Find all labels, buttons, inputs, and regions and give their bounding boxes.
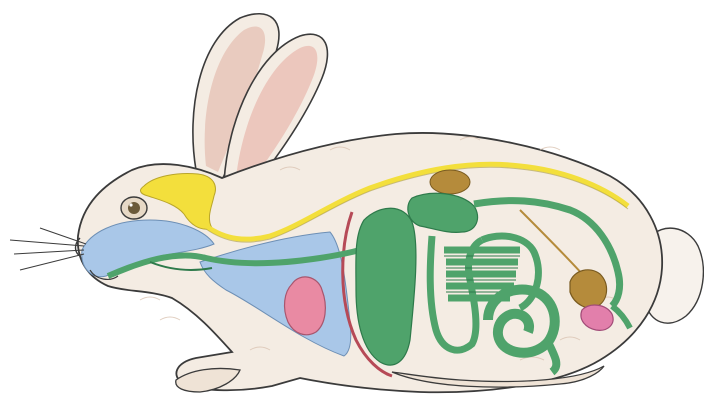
heart [285, 277, 326, 335]
adrenal-gland [430, 170, 470, 194]
eye-highlight [129, 203, 132, 206]
eye-pupil [128, 202, 140, 214]
whiskers [10, 228, 86, 270]
liver [356, 208, 416, 365]
